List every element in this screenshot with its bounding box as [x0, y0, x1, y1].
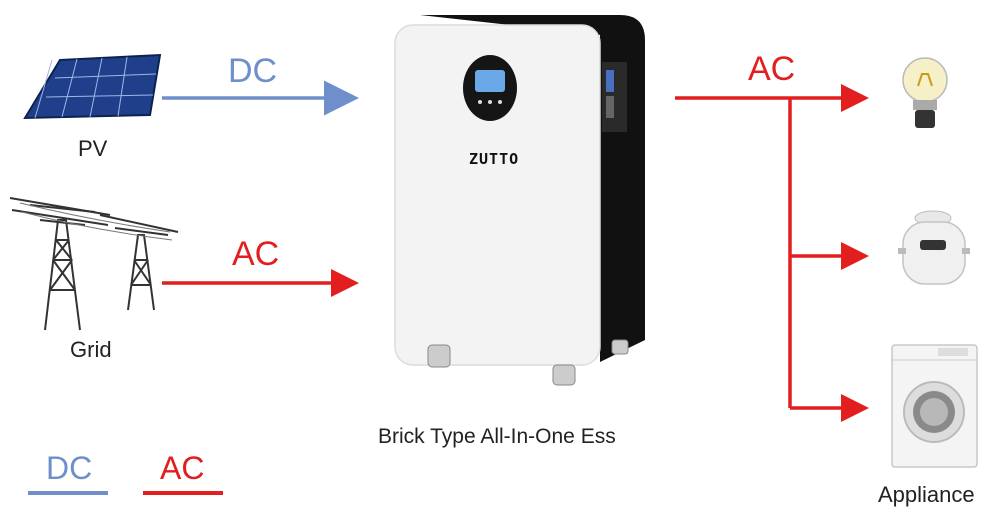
ess-caption: Brick Type All-In-One Ess — [378, 425, 616, 448]
grid-flow-label: AC — [232, 235, 280, 273]
ess-cabinet — [394, 15, 645, 386]
grid-tower-icon — [9, 197, 179, 331]
legend-dc-label: DC — [46, 450, 93, 486]
legend-ac-line — [143, 491, 223, 495]
grid-label: Grid — [70, 337, 112, 362]
pv-flow-label: DC — [228, 52, 278, 90]
pv-label: PV — [78, 136, 108, 161]
appliance-label: Appliance — [878, 482, 975, 507]
output-ac-arrows — [675, 84, 869, 422]
solar-panel-icon — [23, 53, 162, 120]
legend-dc-line — [28, 491, 108, 495]
legend-ac-label: AC — [160, 450, 205, 486]
light-bulb-icon — [902, 57, 948, 128]
washing-machine-icon — [891, 344, 978, 468]
ess-brand-logo: ZUTTO — [469, 150, 520, 168]
rice-cooker-icon — [898, 210, 970, 285]
output-flow-label: AC — [748, 50, 796, 88]
